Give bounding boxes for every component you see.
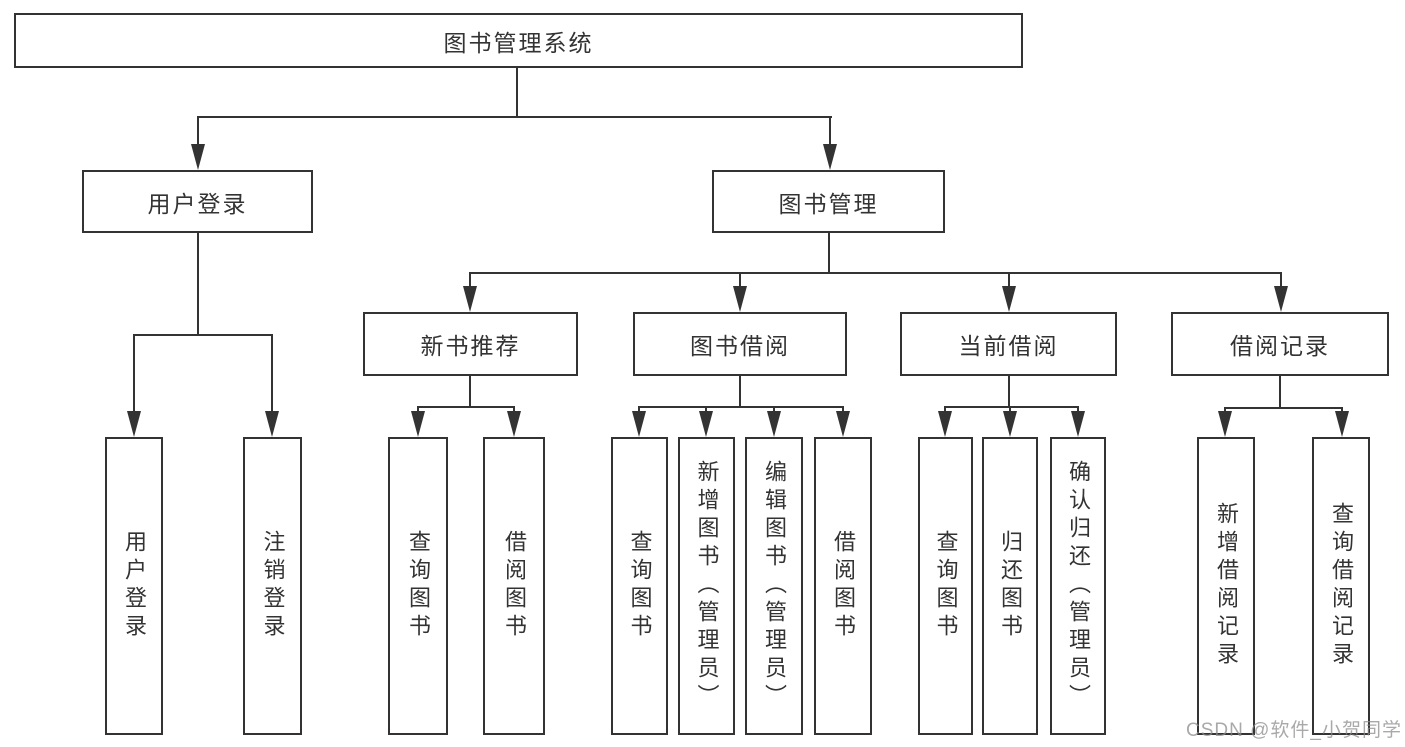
arrowhead-icon: [265, 411, 279, 437]
arrowhead-icon: [767, 411, 781, 437]
connector-line: [739, 376, 741, 408]
connector-line: [1341, 407, 1343, 413]
arrowhead-icon: [1002, 286, 1016, 312]
connector-line: [842, 406, 844, 413]
arrowhead-icon: [632, 411, 646, 437]
arrowhead-icon: [1335, 411, 1349, 437]
connector-line: [829, 116, 831, 146]
arrowhead-icon: [1274, 286, 1288, 312]
connector-line: [133, 334, 135, 413]
connector-line: [516, 68, 518, 117]
connector-line: [133, 334, 273, 336]
connector-line: [1280, 272, 1282, 288]
connector-line: [469, 272, 1282, 274]
connector-line: [1009, 406, 1011, 413]
connector-line: [705, 406, 707, 413]
connector-line: [197, 116, 832, 118]
connector-line: [1279, 376, 1281, 409]
connector-line: [638, 406, 640, 413]
node-borrowing-records: 借阅记录: [1171, 312, 1389, 376]
node-book-borrowing: 图书借阅: [633, 312, 847, 376]
connector-line: [271, 334, 273, 413]
node-new-book-recommend: 新书推荐: [363, 312, 578, 376]
leaf-user-login: 用户登录: [105, 437, 163, 735]
arrowhead-icon: [127, 411, 141, 437]
node-user-login: 用户登录: [82, 170, 313, 233]
leaf-recommend-borrow-books: 借阅图书: [483, 437, 545, 735]
connector-line: [1224, 407, 1343, 409]
connector-line: [1008, 272, 1010, 288]
arrowhead-icon: [699, 411, 713, 437]
node-book-management: 图书管理: [712, 170, 945, 233]
arrowhead-icon: [1003, 411, 1017, 437]
connector-line: [513, 406, 515, 413]
arrowhead-icon: [938, 411, 952, 437]
arrowhead-icon: [191, 144, 205, 170]
connector-line: [417, 406, 419, 413]
connector-line: [1077, 406, 1079, 413]
connector-line: [469, 376, 471, 408]
connector-line: [638, 406, 844, 408]
leaf-current-query-books: 查询图书: [918, 437, 973, 735]
connector-line: [197, 233, 199, 336]
connector-line: [944, 406, 946, 413]
leaf-edit-books-admin: 编辑图书（管理员）: [745, 437, 803, 735]
csdn-watermark: CSDN @软件_小贺同学: [1186, 720, 1402, 741]
leaf-recommend-query-books: 查询图书: [388, 437, 448, 735]
arrowhead-icon: [463, 286, 477, 312]
node-library-management-system: 图书管理系统: [14, 13, 1023, 68]
connector-line: [739, 272, 741, 288]
leaf-add-borrow-record: 新增借阅记录: [1197, 437, 1255, 735]
node-current-borrowing: 当前借阅: [900, 312, 1117, 376]
arrowhead-icon: [1218, 411, 1232, 437]
leaf-borrowing-query-books: 查询图书: [611, 437, 668, 735]
arrowhead-icon: [507, 411, 521, 437]
connector-line: [197, 116, 199, 146]
leaf-return-books: 归还图书: [982, 437, 1038, 735]
arrowhead-icon: [733, 286, 747, 312]
leaf-add-books-admin: 新增图书（管理员）: [678, 437, 735, 735]
arrowhead-icon: [1071, 411, 1085, 437]
connector-line: [1224, 407, 1226, 413]
connector-line: [773, 406, 775, 413]
connector-line: [469, 272, 471, 288]
connector-line: [828, 233, 830, 274]
leaf-confirm-return-admin: 确认归还（管理员）: [1050, 437, 1106, 735]
connector-line: [1008, 376, 1010, 408]
leaf-logout: 注销登录: [243, 437, 302, 735]
leaf-query-borrow-record: 查询借阅记录: [1312, 437, 1370, 735]
arrowhead-icon: [411, 411, 425, 437]
connector-line: [944, 406, 1079, 408]
arrowhead-icon: [823, 144, 837, 170]
connector-line: [417, 406, 515, 408]
leaf-borrow-books: 借阅图书: [814, 437, 872, 735]
arrowhead-icon: [836, 411, 850, 437]
